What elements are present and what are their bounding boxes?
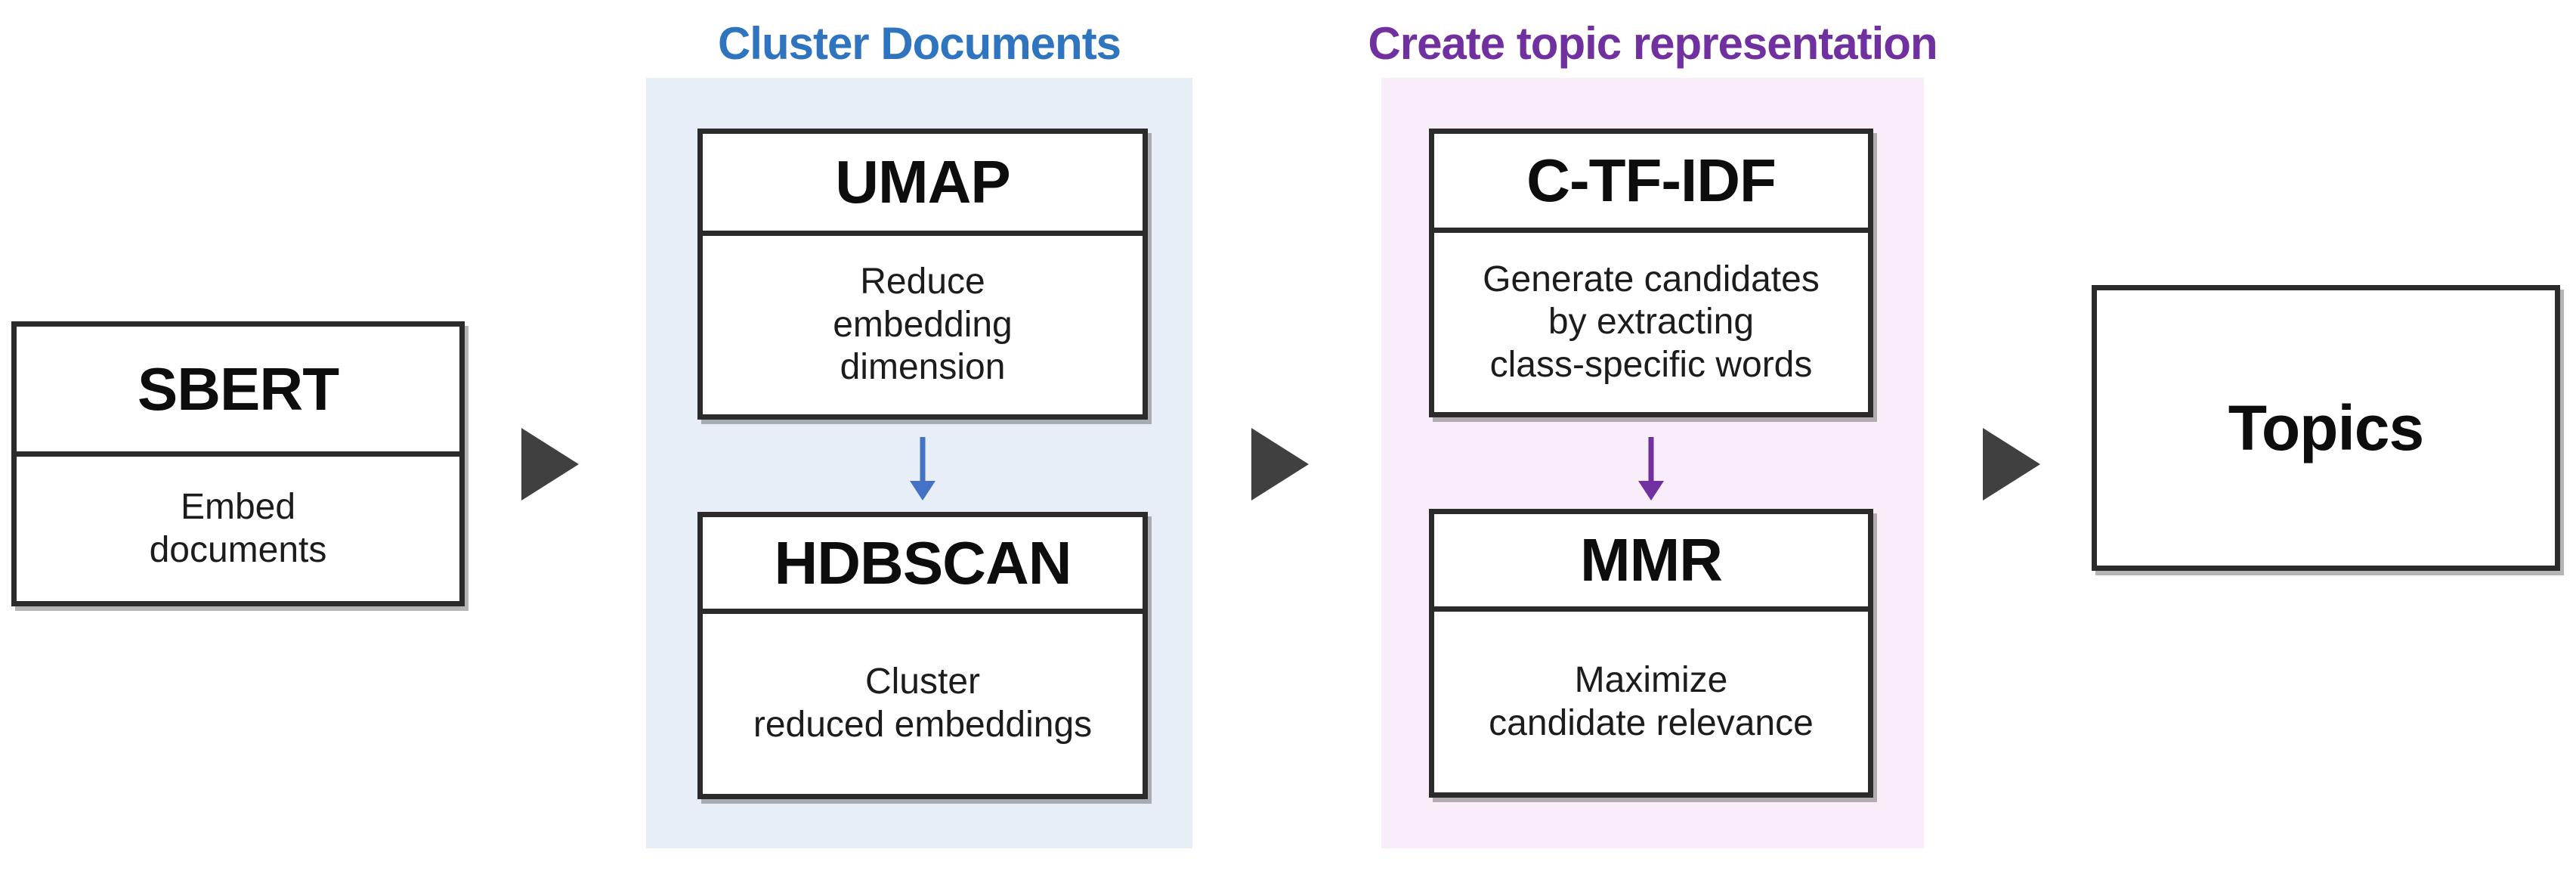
- topics-node: Topics: [2092, 285, 2560, 571]
- down-arrow-blue-stem: [920, 437, 926, 482]
- umap-description-label: Reduce embedding dimension: [833, 262, 1013, 388]
- ctfidf-description: Generate candidates by extracting class-…: [1434, 233, 1868, 412]
- down-arrow-purple-stem: [1648, 437, 1654, 482]
- flow-arrow-icon: [1251, 428, 1309, 501]
- flow-arrow-icon: [521, 428, 579, 501]
- sbert-description: Embed documents: [17, 457, 459, 601]
- mmr-description: Maximize candidate relevance: [1434, 612, 1868, 792]
- down-arrow-blue-head: [910, 481, 935, 501]
- mmr-description-label: Maximize candidate relevance: [1489, 659, 1814, 743]
- ctfidf-description-label: Generate candidates by extracting class-…: [1483, 259, 1820, 385]
- down-arrow-purple-icon: [1638, 437, 1664, 501]
- sbert-description-label: Embed documents: [149, 486, 327, 570]
- umap-title: UMAP: [703, 134, 1143, 236]
- sbert-title: SBERT: [17, 327, 459, 457]
- ctfidf-node: C-TF-IDF Generate candidates by extracti…: [1429, 129, 1873, 417]
- sbert-title-label: SBERT: [137, 355, 339, 423]
- hdbscan-description: Cluster reduced embeddings: [703, 614, 1143, 794]
- umap-title-label: UMAP: [835, 148, 1011, 215]
- umap-node: UMAP Reduce embedding dimension: [697, 129, 1148, 420]
- cluster-documents-heading: Cluster Documents: [717, 18, 1121, 69]
- mmr-node: MMR Maximize candidate relevance: [1429, 509, 1873, 798]
- down-arrow-purple-head: [1638, 481, 1664, 501]
- down-arrow-blue-icon: [910, 437, 935, 501]
- hdbscan-title: HDBSCAN: [703, 517, 1143, 614]
- topics-title-label: Topics: [2228, 392, 2424, 463]
- sbert-node: SBERT Embed documents: [11, 321, 465, 606]
- umap-description: Reduce embedding dimension: [703, 236, 1143, 414]
- ctfidf-title: C-TF-IDF: [1434, 134, 1868, 233]
- ctfidf-title-label: C-TF-IDF: [1526, 147, 1777, 214]
- hdbscan-description-label: Cluster reduced embeddings: [753, 662, 1093, 745]
- mmr-title-label: MMR: [1579, 526, 1723, 594]
- mmr-title: MMR: [1434, 514, 1868, 612]
- flow-arrow-icon: [1983, 428, 2040, 501]
- hdbscan-node: HDBSCAN Cluster reduced embeddings: [697, 512, 1148, 799]
- topic-representation-heading: Create topic representation: [1368, 18, 1937, 69]
- hdbscan-title-label: HDBSCAN: [774, 528, 1072, 597]
